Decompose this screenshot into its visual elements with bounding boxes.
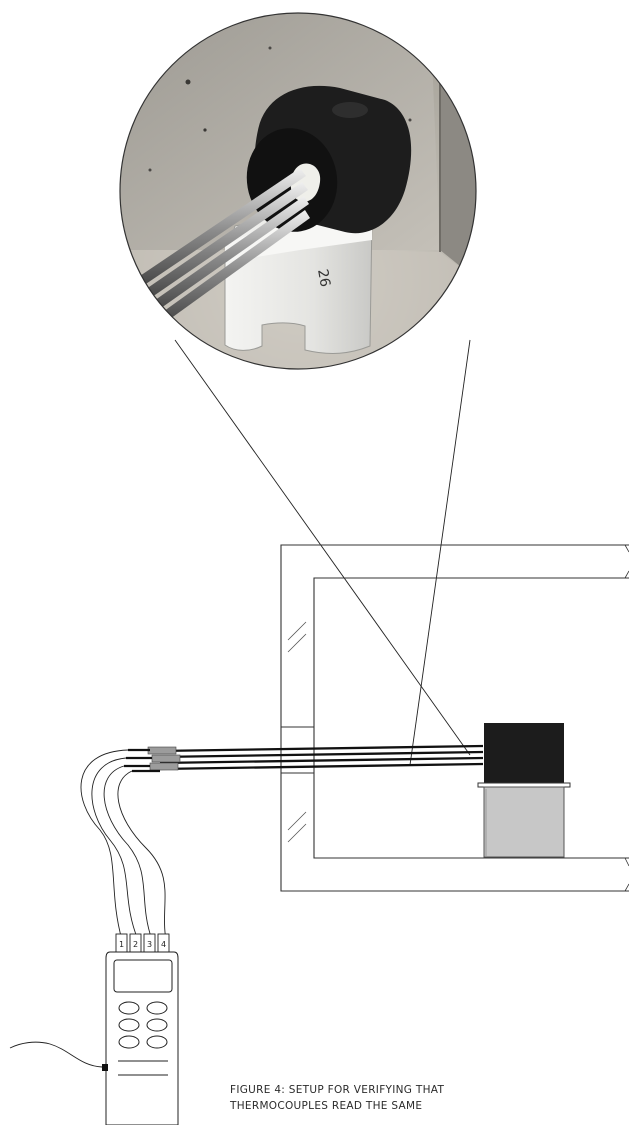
meter-ports: 1 2 3 4 bbox=[115, 933, 170, 953]
svg-text:26: 26 bbox=[314, 268, 333, 288]
meter-body bbox=[105, 951, 179, 1125]
caption-line-2: THERMOCOUPLES READ THE SAME bbox=[230, 1100, 423, 1112]
meter-power-jack bbox=[102, 1064, 108, 1071]
wall-hatching bbox=[287, 621, 307, 843]
port-label: 3 bbox=[147, 940, 152, 949]
thermocouple-wires bbox=[80, 749, 167, 941]
port-label: 2 bbox=[133, 940, 138, 949]
port-label: 4 bbox=[161, 940, 166, 949]
magnifier-lines bbox=[174, 339, 471, 766]
thermocouple-rods bbox=[122, 168, 310, 332]
figure-caption: FIGURE 4: SETUP FOR VERIFYING THAT THERM… bbox=[230, 1082, 610, 1114]
meter-buttons bbox=[118, 1001, 168, 1049]
magnifier-circle bbox=[119, 12, 477, 370]
magnified-photo: 26 bbox=[120, 13, 476, 369]
thermocouple-meter: 1 2 3 4 bbox=[9, 933, 179, 1125]
probe-leads bbox=[124, 744, 484, 773]
caption-line-1: FIGURE 4: SETUP FOR VERIFYING THAT bbox=[230, 1084, 445, 1096]
test-piece bbox=[477, 723, 571, 858]
port-label: 1 bbox=[119, 940, 124, 949]
kiln-walls bbox=[280, 544, 629, 892]
power-cord bbox=[9, 1041, 103, 1068]
meter-display bbox=[113, 959, 173, 993]
